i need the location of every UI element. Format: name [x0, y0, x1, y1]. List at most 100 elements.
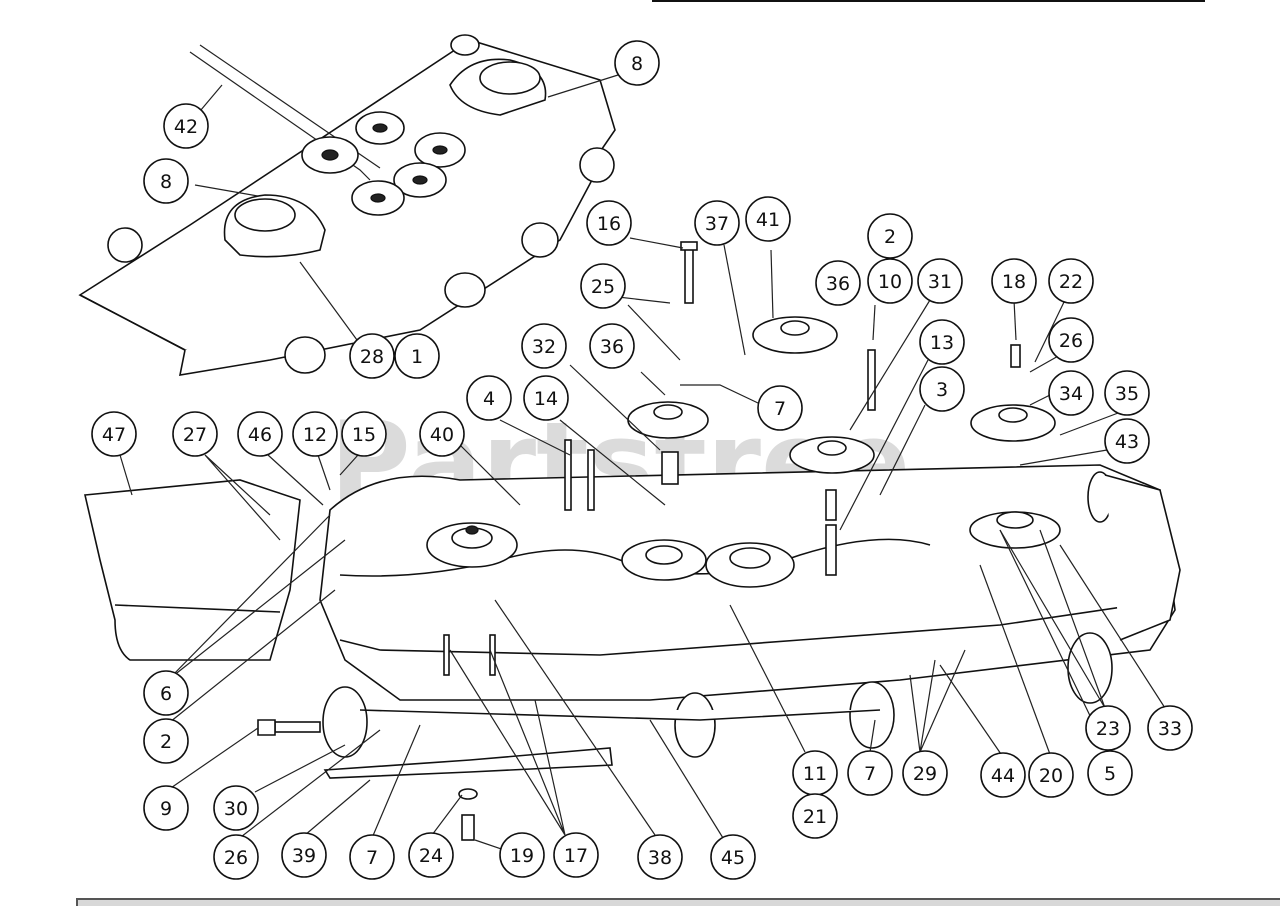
- svg-text:26: 26: [1059, 330, 1083, 352]
- svg-text:8: 8: [631, 53, 643, 75]
- svg-text:38: 38: [648, 847, 672, 869]
- svg-text:26: 26: [224, 847, 248, 869]
- svg-text:37: 37: [705, 213, 729, 235]
- svg-text:41: 41: [756, 209, 780, 231]
- callout-45: 45: [710, 834, 756, 880]
- callout-36: 36: [589, 323, 635, 369]
- svg-text:14: 14: [534, 388, 558, 410]
- svg-text:1: 1: [411, 346, 423, 368]
- callout-2: 2: [867, 213, 913, 259]
- callout-7: 7: [349, 834, 395, 880]
- callout-20: 20: [1028, 752, 1074, 798]
- callout-4: 4: [466, 375, 512, 421]
- callout-35: 35: [1104, 370, 1150, 416]
- svg-text:31: 31: [928, 271, 952, 293]
- svg-text:36: 36: [600, 336, 624, 358]
- svg-text:7: 7: [864, 763, 876, 785]
- callout-18: 18: [991, 258, 1037, 304]
- callout-46: 46: [237, 411, 283, 457]
- callout-8: 8: [143, 158, 189, 204]
- svg-text:11: 11: [803, 763, 827, 785]
- callout-5: 5: [1087, 750, 1133, 796]
- callout-1: 1: [394, 333, 440, 379]
- svg-text:28: 28: [360, 346, 384, 368]
- svg-text:17: 17: [564, 845, 588, 867]
- lower-deck-assembly: [84, 241, 1181, 841]
- svg-text:7: 7: [774, 398, 786, 420]
- svg-text:35: 35: [1115, 383, 1139, 405]
- svg-text:43: 43: [1115, 431, 1139, 453]
- callout-7: 7: [757, 385, 803, 431]
- callout-16: 16: [586, 200, 632, 246]
- callout-15: 15: [341, 411, 387, 457]
- svg-text:4: 4: [483, 388, 495, 410]
- svg-text:15: 15: [352, 424, 376, 446]
- callout-23: 23: [1085, 705, 1131, 751]
- callout-28: 28: [349, 333, 395, 379]
- svg-text:29: 29: [913, 763, 937, 785]
- svg-text:8: 8: [160, 171, 172, 193]
- callout-24: 24: [408, 832, 454, 878]
- svg-text:23: 23: [1096, 718, 1120, 740]
- callout-44: 44: [980, 752, 1026, 798]
- callout-11: 11: [792, 750, 838, 796]
- callout-43: 43: [1104, 418, 1150, 464]
- callout-32: 32: [521, 323, 567, 369]
- callout-2: 2: [143, 718, 189, 764]
- svg-text:25: 25: [591, 276, 615, 298]
- callout-31: 31: [917, 258, 963, 304]
- callout-33: 33: [1147, 705, 1193, 751]
- callouts: 8 42 8 28 1 16 37 41 2 25 36 10 31 18 22…: [91, 40, 1193, 880]
- svg-text:10: 10: [878, 271, 902, 293]
- svg-text:47: 47: [102, 424, 126, 446]
- svg-text:36: 36: [826, 273, 850, 295]
- svg-text:42: 42: [174, 116, 198, 138]
- svg-text:12: 12: [303, 424, 327, 446]
- callout-36: 36: [815, 260, 861, 306]
- callout-21: 21: [792, 793, 838, 839]
- svg-text:27: 27: [183, 424, 207, 446]
- callout-40: 40: [419, 411, 465, 457]
- svg-text:13: 13: [930, 332, 954, 354]
- svg-text:16: 16: [597, 213, 621, 235]
- svg-text:2: 2: [160, 731, 172, 753]
- callout-12: 12: [292, 411, 338, 457]
- callout-10: 10: [867, 258, 913, 304]
- svg-text:18: 18: [1002, 271, 1026, 293]
- callout-13: 13: [919, 319, 965, 365]
- svg-text:3: 3: [936, 379, 948, 401]
- callout-19: 19: [499, 832, 545, 878]
- svg-text:2: 2: [884, 226, 896, 248]
- callout-3: 3: [919, 366, 965, 412]
- callout-22: 22: [1048, 258, 1094, 304]
- svg-text:9: 9: [160, 798, 172, 820]
- callout-7: 7: [847, 750, 893, 796]
- callout-38: 38: [637, 834, 683, 880]
- svg-text:30: 30: [224, 798, 248, 820]
- callout-34: 34: [1048, 370, 1094, 416]
- svg-text:21: 21: [803, 806, 827, 828]
- svg-text:20: 20: [1039, 765, 1063, 787]
- svg-text:40: 40: [430, 424, 454, 446]
- svg-text:33: 33: [1158, 718, 1182, 740]
- callout-17: 17: [553, 832, 599, 878]
- svg-text:46: 46: [248, 424, 272, 446]
- svg-text:6: 6: [160, 683, 172, 705]
- callout-39: 39: [281, 832, 327, 878]
- svg-text:45: 45: [721, 847, 745, 869]
- callout-26: 26: [213, 834, 259, 880]
- callout-30: 30: [213, 785, 259, 831]
- callout-37: 37: [694, 200, 740, 246]
- svg-text:19: 19: [510, 845, 534, 867]
- callout-42: 42: [163, 103, 209, 149]
- callout-41: 41: [745, 196, 791, 242]
- callout-27: 27: [172, 411, 218, 457]
- callout-26: 26: [1048, 317, 1094, 363]
- callout-47: 47: [91, 411, 137, 457]
- svg-text:5: 5: [1104, 763, 1116, 785]
- svg-text:34: 34: [1059, 383, 1083, 405]
- svg-text:7: 7: [366, 847, 378, 869]
- callout-8: 8: [614, 40, 660, 86]
- svg-text:24: 24: [419, 845, 443, 867]
